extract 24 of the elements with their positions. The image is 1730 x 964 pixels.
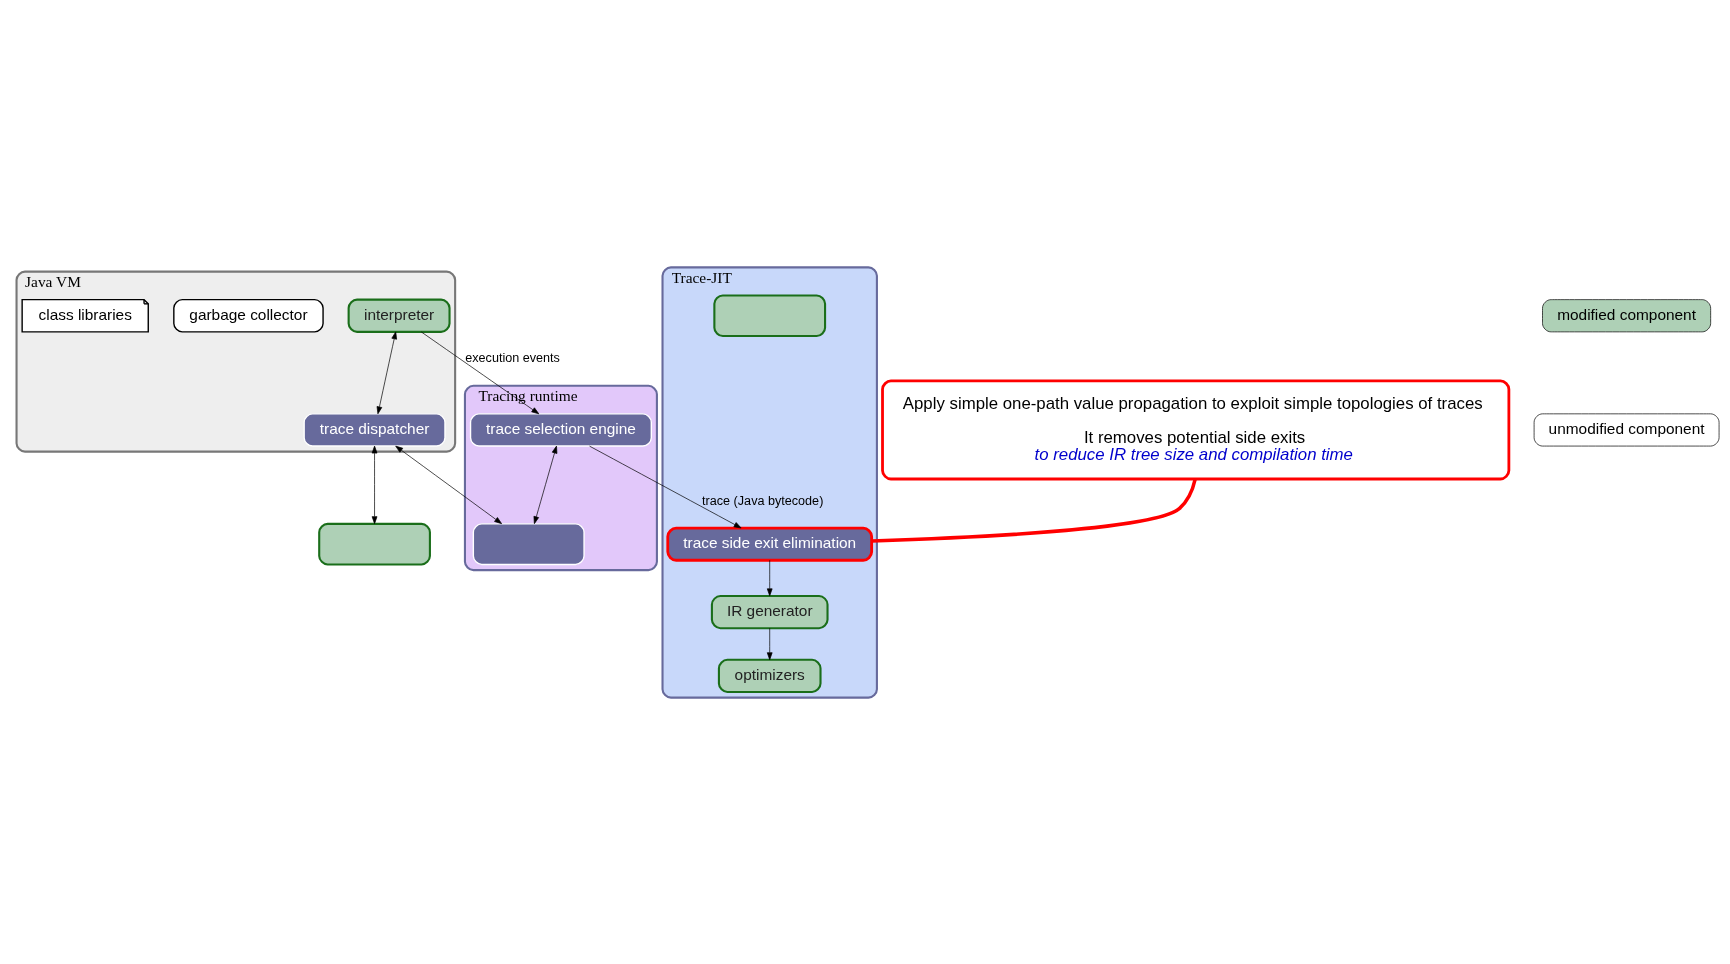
node-box: [318, 522, 431, 565]
node-box: trace side exit elimination: [666, 526, 874, 562]
arrow: [420, 331, 540, 414]
node-box: Apply simple one-path value propagation to exploit simple topologies of traces It removes potential side exits to reduce IR tree size and compilation time: [881, 379, 1511, 480]
arrow: [533, 445, 558, 524]
arrow: [766, 559, 773, 596]
node-box: interpreter: [347, 298, 451, 333]
arrow: [589, 445, 742, 528]
legend-label: unmodified component: [1548, 419, 1705, 437]
node-box: optimizers: [717, 658, 822, 693]
arrow: [371, 445, 378, 524]
arrow: [395, 445, 502, 524]
node-box: [472, 522, 585, 565]
node-box: IR generator: [710, 594, 829, 629]
edge-label: execution events: [465, 350, 560, 365]
legend-label: modified component: [1557, 305, 1696, 323]
node-box: trace selection engine: [469, 412, 652, 447]
arrow: [376, 331, 397, 414]
arrow: [766, 627, 773, 660]
node-box: garbage collector: [173, 298, 324, 333]
node-box: [713, 293, 827, 337]
edge-label: trace (Java bytecode): [702, 493, 824, 507]
connector: [871, 478, 1197, 543]
node-box: trace dispatcher: [303, 412, 446, 447]
